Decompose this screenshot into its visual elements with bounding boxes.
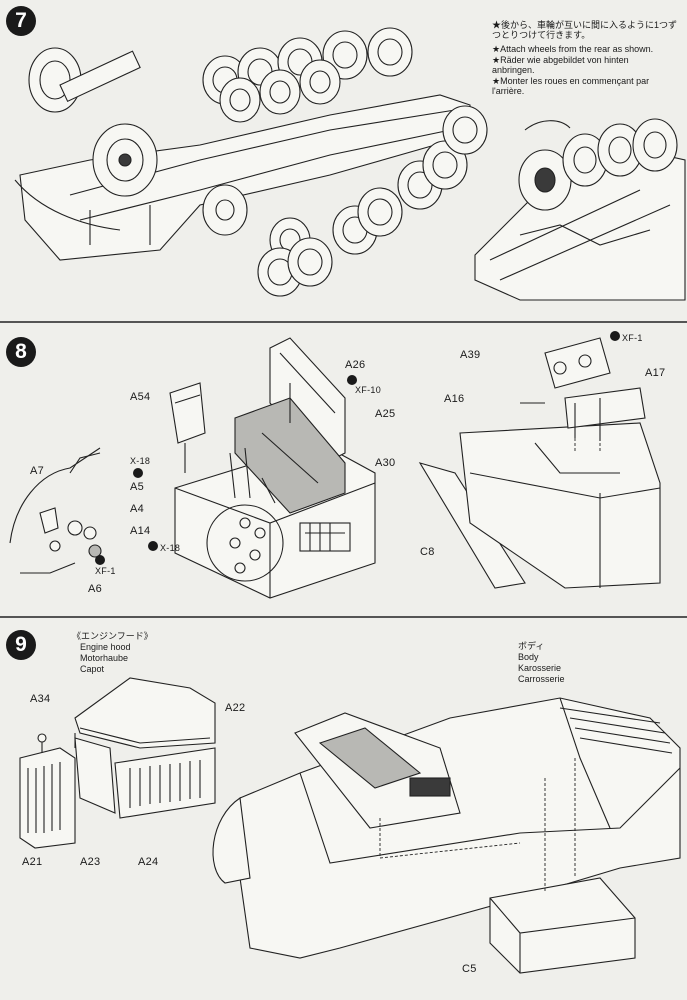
label-a5: A5: [130, 481, 145, 493]
step-7-note-de: ★Räder wie abgebildet von hinten anbring…: [492, 55, 629, 75]
label-a21: A21: [22, 856, 43, 868]
label-a14: A14: [130, 525, 151, 537]
step-7-panel: 7 ★後から、車輪が互いに間に入るように1つずつとりつけて行きます。 ★Atta…: [0, 0, 687, 318]
paint-dot-xf1-b: [610, 331, 620, 341]
label-a34: A34: [30, 693, 51, 705]
step-7-number: 7: [6, 6, 36, 36]
label-xf1-a: XF-1: [95, 566, 116, 576]
label-a30: A30: [375, 457, 396, 469]
step-9-panel: 9 《エンジンフード》 Engine hood Motorhaube Capot…: [0, 618, 687, 1000]
label-a24: A24: [138, 856, 159, 868]
body-label-fr: Carrosserie: [518, 674, 565, 684]
paint-dot-x18-b: [148, 541, 158, 551]
label-c8: C8: [420, 546, 435, 558]
label-a54: A54: [130, 391, 151, 403]
label-a26: A26: [345, 359, 366, 371]
separator-8-9: [0, 616, 687, 618]
step-7-note-ja: ★後から、車輪が互いに間に入るように1つずつとりつけて行きます。: [492, 20, 678, 40]
step-8-number: 8: [6, 337, 36, 367]
step-9-drawing: [19, 677, 681, 974]
step-7-inset: [474, 118, 686, 301]
paint-dot-xf10: [347, 375, 357, 385]
body-label-ja: ボディ: [518, 641, 545, 651]
hood-label-en: Engine hood: [80, 642, 131, 652]
hood-label-fr: Capot: [80, 664, 105, 674]
body-label-en: Body: [518, 652, 539, 662]
step-7-drawing: [14, 27, 686, 301]
step-9-number: 9: [6, 630, 36, 660]
paint-dot-x18-a: [133, 468, 143, 478]
label-a7: A7: [30, 465, 45, 477]
step-7-note-en: ★Attach wheels from the rear as shown.: [492, 44, 654, 54]
step-8-panel: 8 A26 XF-10 A25 A54 A30 X-18 A5 A7 A4 A1…: [0, 323, 687, 615]
label-a25: A25: [375, 408, 396, 420]
label-xf1-b: XF-1: [622, 333, 643, 343]
hood-label-ja: 《エンジンフード》: [72, 631, 153, 641]
label-x18-a: X-18: [130, 456, 151, 466]
paint-dot-xf1-a: [95, 555, 105, 565]
track-wheels-row-1: [202, 27, 413, 123]
label-a4: A4: [130, 503, 145, 515]
label-a23: A23: [80, 856, 101, 868]
label-a22: A22: [225, 702, 246, 714]
separator-7-8: [0, 321, 687, 323]
label-c5: C5: [462, 963, 477, 975]
label-a17: A17: [645, 367, 666, 379]
label-a16: A16: [444, 393, 465, 405]
label-a6: A6: [88, 583, 103, 595]
label-a39: A39: [460, 349, 481, 361]
body-label-de: Karosserie: [518, 663, 562, 673]
hood-label-de: Motorhaube: [80, 653, 129, 663]
label-x18-b: X-18: [160, 543, 181, 553]
step-7-note-fr: ★Monter les roues en commençant par l'ar…: [492, 76, 650, 96]
track-wheels-row-2: [202, 105, 488, 297]
label-xf10: XF-10: [355, 385, 382, 395]
step-8-drawing: [9, 337, 661, 599]
